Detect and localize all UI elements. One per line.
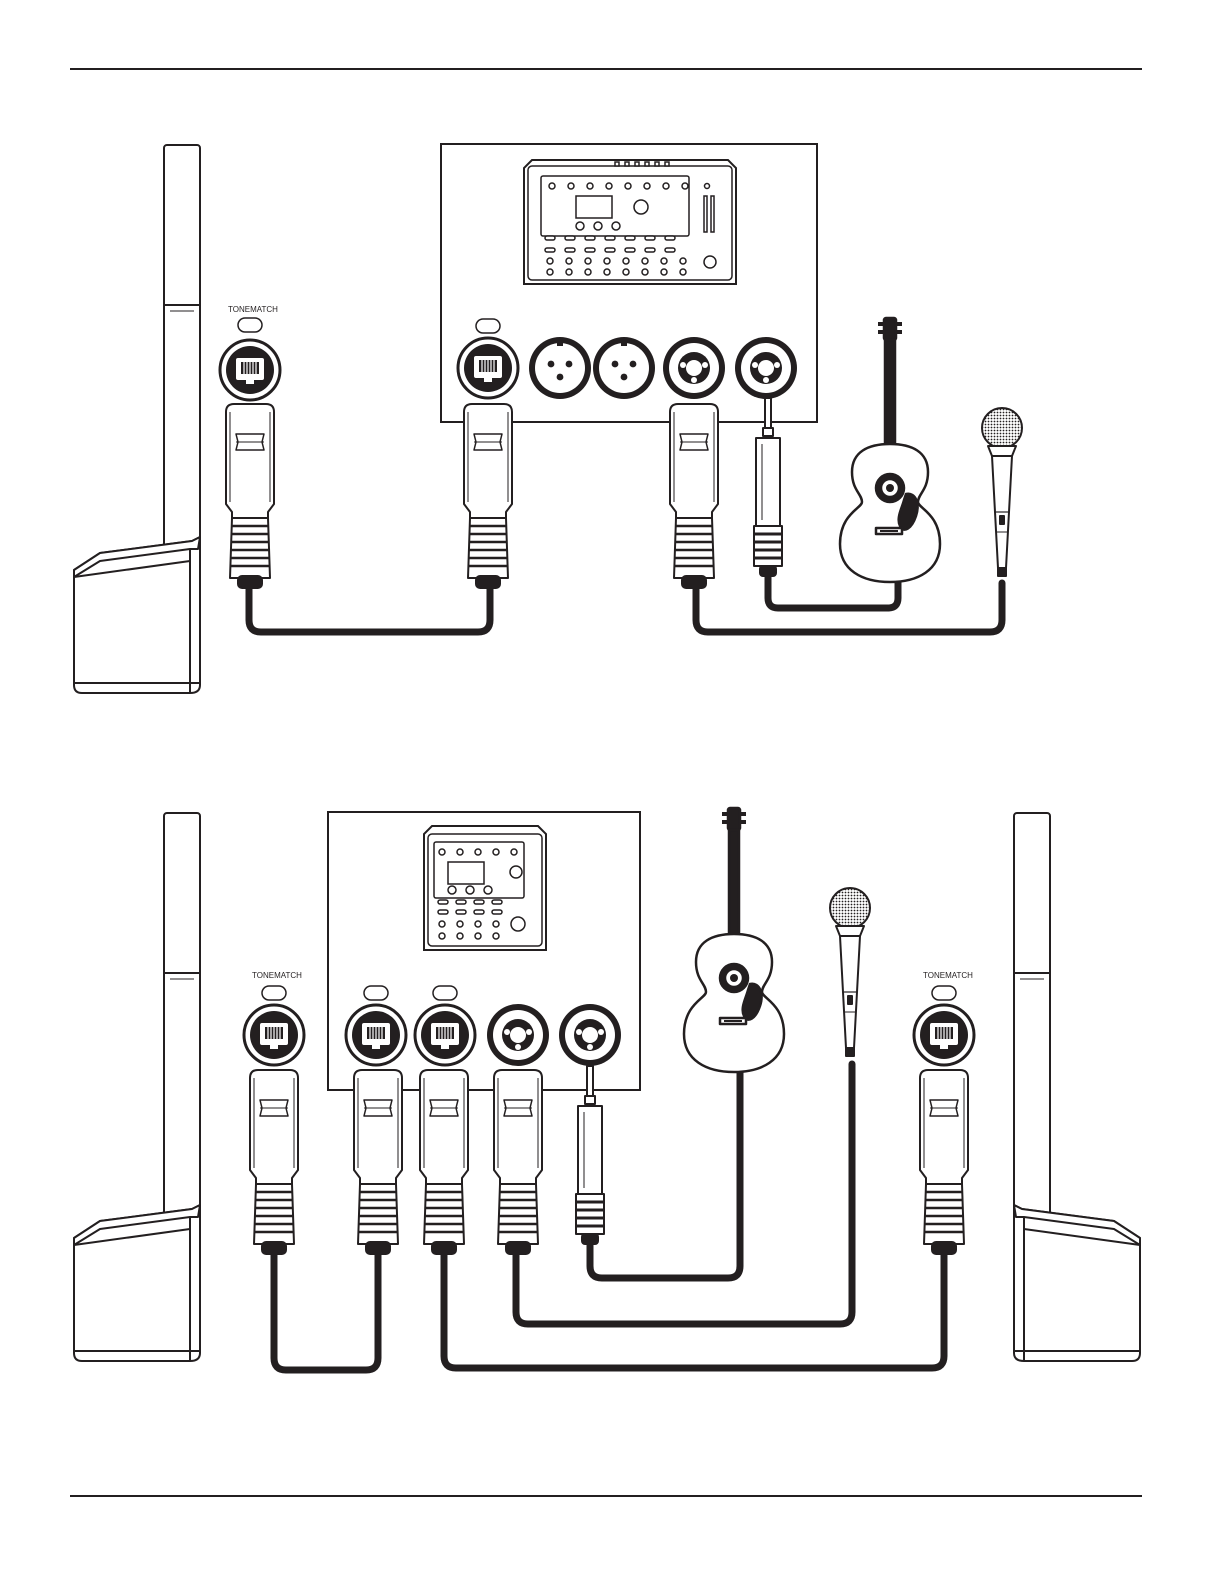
mic-cable: [516, 1064, 852, 1324]
tonematch-port-icon: [220, 340, 280, 400]
mixer-icon: [524, 160, 736, 284]
quarter-inch-plug-icon: [754, 398, 782, 576]
tonematch-port-icon: [914, 1005, 974, 1065]
acoustic-guitar-icon: [684, 808, 784, 1072]
combo-input-icon: [663, 337, 725, 399]
microphone-icon: [982, 408, 1022, 576]
tonematch-port-icon: [346, 1005, 406, 1065]
tonematch-port-icon: [458, 338, 518, 398]
speaker-array-icon: [1014, 813, 1140, 1361]
tonematch-indicator: [364, 986, 388, 1000]
tonematch-cable-plug-icon: [420, 1070, 468, 1254]
xlr-input-icon: [529, 337, 591, 399]
microphone-icon: [830, 888, 870, 1056]
tonematch-port-icon: [415, 1005, 475, 1065]
tonematch-cable-plug-icon: [250, 1070, 298, 1254]
tonematch-indicator: [238, 318, 262, 332]
xlr-cable-plug-icon: [494, 1070, 542, 1254]
combo-input-icon: [559, 1004, 621, 1066]
tonematch-cable-plug-icon: [464, 404, 512, 588]
tonematch-indicator: [932, 986, 956, 1000]
tonematch-cable-left: [274, 1252, 378, 1370]
tonematch-port-icon: [244, 1005, 304, 1065]
diagram-single-system: TONEMATCH: [74, 144, 1022, 693]
diagram-dual-system: TONEMATCH TONEMATCH: [74, 808, 1140, 1370]
tonematch-cable-plug-icon: [226, 404, 274, 588]
quarter-inch-plug-icon: [576, 1066, 604, 1244]
xlr-cable-plug-icon: [670, 404, 718, 588]
tonematch-indicator: [262, 986, 286, 1000]
speaker-array-icon: [74, 813, 200, 1361]
guitar-cable: [590, 1060, 740, 1278]
tonematch-indicator: [476, 319, 500, 333]
tonematch-label: TONEMATCH: [923, 971, 973, 980]
combo-input-icon: [487, 1004, 549, 1066]
tonematch-cable-plug-icon: [920, 1070, 968, 1254]
tonematch-cable-plug-icon: [354, 1070, 402, 1254]
tonematch-indicator: [433, 986, 457, 1000]
tonematch-cable: [249, 585, 490, 632]
acoustic-guitar-icon: [840, 318, 940, 582]
tonematch-label: TONEMATCH: [252, 971, 302, 980]
xlr-input-icon: [593, 337, 655, 399]
combo-input-icon: [735, 337, 797, 399]
tonematch-label: TONEMATCH: [228, 305, 278, 314]
mixer-icon: [424, 826, 546, 950]
speaker-array-icon: [74, 145, 200, 693]
